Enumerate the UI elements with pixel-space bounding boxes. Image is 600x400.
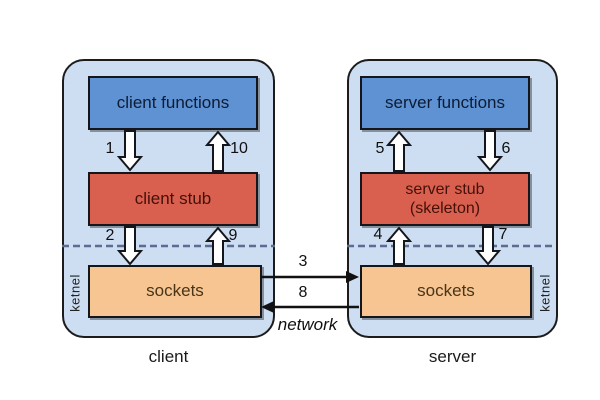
client-functions-label: client functions: [116, 92, 230, 112]
client-caption: client: [148, 347, 189, 366]
kernel-label-server: ketnel: [537, 274, 553, 312]
server-stub-label-line2: (skeleton): [409, 200, 481, 217]
step-label-7: 7: [498, 226, 508, 243]
step-label-6: 6: [501, 140, 511, 157]
server-functions-box: server functions: [360, 76, 530, 130]
step-label-1: 1: [105, 140, 115, 157]
step-label-5: 5: [375, 140, 385, 157]
client-stub-label: client stub: [134, 188, 212, 208]
server-stub-label-line1: server stub: [405, 180, 485, 198]
step-label-8: 8: [298, 284, 308, 301]
step-label-10: 10: [230, 140, 248, 157]
server-sockets-label: sockets: [417, 281, 475, 301]
client-sockets-label: sockets: [146, 281, 204, 301]
server-functions-label: server functions: [385, 92, 505, 112]
network-label: network: [277, 315, 338, 334]
server-stub-box: server stub (skeleton): [360, 172, 530, 226]
step-label-4: 4: [373, 226, 383, 243]
kernel-label-client: ketnel: [67, 274, 83, 312]
step-label-2: 2: [105, 227, 115, 244]
server-caption: server: [428, 347, 477, 366]
server-sockets-box: sockets: [360, 265, 532, 318]
step-label-9: 9: [228, 227, 238, 244]
step-label-3: 3: [298, 253, 308, 270]
client-functions-box: client functions: [88, 76, 258, 130]
client-sockets-box: sockets: [88, 265, 262, 318]
client-stub-box: client stub: [88, 172, 258, 226]
